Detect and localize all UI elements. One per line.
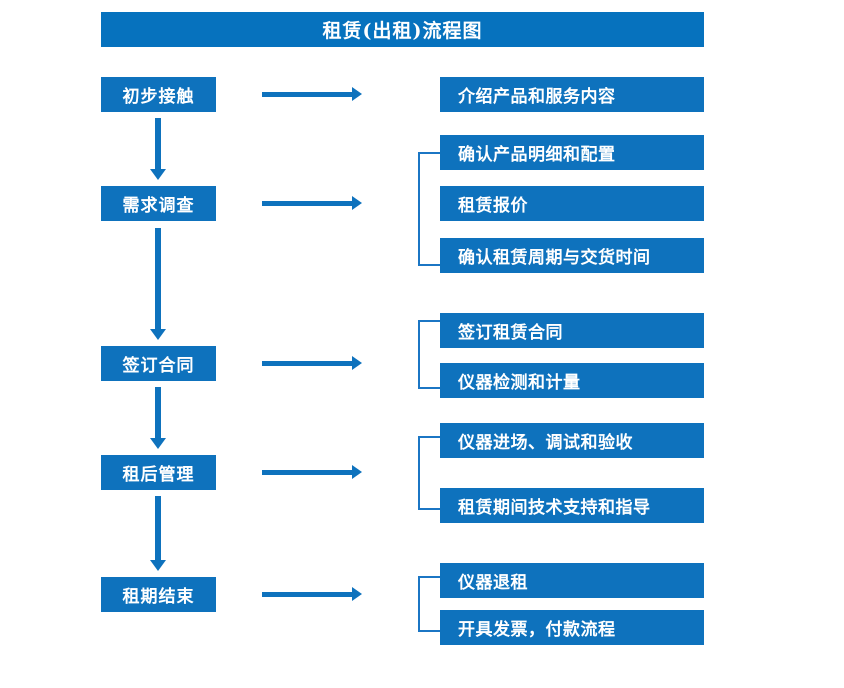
flow-arrow-down-1	[150, 118, 166, 180]
group-bracket-2	[418, 320, 442, 389]
arrow-head	[150, 438, 166, 449]
arrow-head	[352, 196, 362, 210]
detail-node-10[interactable]: 开具发票，付款流程	[440, 610, 704, 645]
detail-node-1[interactable]: 介绍产品和服务内容	[440, 77, 704, 112]
arrow-head	[352, 87, 362, 101]
arrow-head	[352, 465, 362, 479]
stage-node-4-label: 租后管理	[122, 465, 195, 485]
detail-node-6-label: 仪器检测和计量	[458, 373, 581, 393]
detail-node-3-label: 租赁报价	[458, 196, 528, 216]
detail-node-7[interactable]: 仪器进场、调试和验收	[440, 423, 704, 458]
flow-arrow-down-2	[150, 228, 166, 340]
detail-node-4-label: 确认租赁周期与交货时间	[458, 248, 651, 268]
detail-node-5[interactable]: 签订租赁合同	[440, 313, 704, 348]
stage-node-5[interactable]: 租期结束	[101, 577, 216, 612]
detail-node-1-label: 介绍产品和服务内容	[458, 87, 616, 107]
stage-node-2-label: 需求调查	[122, 196, 195, 216]
arrow-shaft	[155, 118, 161, 170]
detail-arrow-right-5	[262, 587, 362, 601]
group-bracket-3	[418, 436, 442, 510]
stage-node-5-label: 租期结束	[122, 587, 195, 607]
stage-node-3[interactable]: 签订合同	[101, 346, 216, 381]
stage-node-1-label: 初步接触	[122, 87, 195, 107]
stage-node-3-label: 签订合同	[122, 356, 195, 376]
detail-node-2-label: 确认产品明细和配置	[458, 145, 616, 165]
detail-arrow-right-4	[262, 465, 362, 479]
diagram-title-bar: 租赁(出租)流程图	[101, 12, 704, 47]
arrow-shaft	[262, 470, 353, 475]
detail-arrow-right-3	[262, 356, 362, 370]
detail-node-9[interactable]: 仪器退租	[440, 563, 704, 598]
arrow-head	[352, 587, 362, 601]
group-bracket-4	[418, 576, 442, 632]
arrow-shaft	[262, 592, 353, 597]
detail-node-9-label: 仪器退租	[458, 573, 528, 593]
detail-node-8-label: 租赁期间技术支持和指导	[458, 498, 651, 518]
detail-arrow-right-2	[262, 196, 362, 210]
detail-node-6[interactable]: 仪器检测和计量	[440, 363, 704, 398]
arrow-head	[150, 560, 166, 571]
flow-arrow-down-3	[150, 387, 166, 449]
detail-node-4[interactable]: 确认租赁周期与交货时间	[440, 238, 704, 273]
arrow-shaft	[262, 92, 353, 97]
detail-arrow-right-1	[262, 87, 362, 101]
stage-node-1[interactable]: 初步接触	[101, 77, 216, 112]
detail-node-10-label: 开具发票，付款流程	[458, 620, 616, 640]
arrow-shaft	[262, 361, 353, 366]
detail-node-3[interactable]: 租赁报价	[440, 186, 704, 221]
detail-node-2[interactable]: 确认产品明细和配置	[440, 135, 704, 170]
detail-node-8[interactable]: 租赁期间技术支持和指导	[440, 488, 704, 523]
group-bracket-1	[418, 152, 442, 266]
detail-node-5-label: 签订租赁合同	[458, 323, 563, 343]
flow-arrow-down-4	[150, 496, 166, 571]
arrow-head	[150, 169, 166, 180]
arrow-shaft	[155, 228, 161, 330]
arrow-shaft	[262, 201, 353, 206]
arrow-head	[150, 329, 166, 340]
stage-node-2[interactable]: 需求调查	[101, 186, 216, 221]
arrow-shaft	[155, 387, 161, 439]
stage-node-4[interactable]: 租后管理	[101, 455, 216, 490]
arrow-head	[352, 356, 362, 370]
detail-node-7-label: 仪器进场、调试和验收	[458, 433, 633, 453]
arrow-shaft	[155, 496, 161, 561]
diagram-title: 租赁(出租)流程图	[322, 20, 483, 42]
